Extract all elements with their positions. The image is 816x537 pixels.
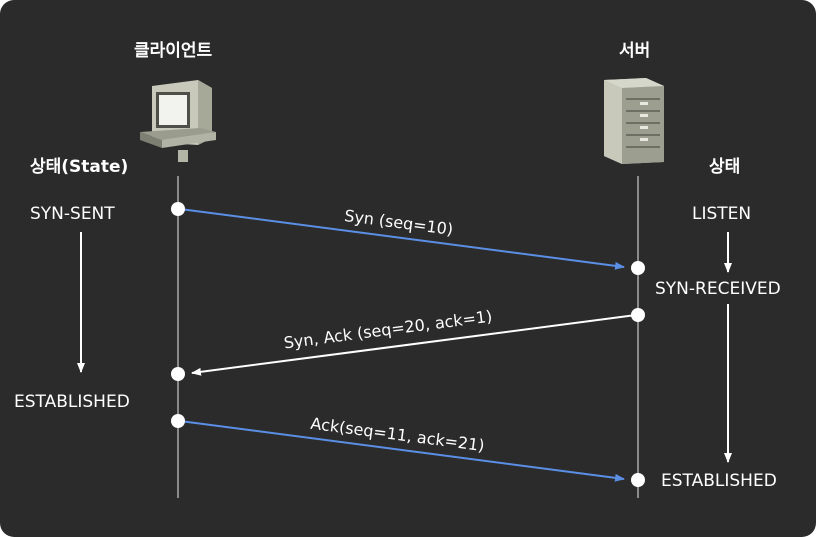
server-dot-ack-received (631, 473, 645, 487)
ack-arrow (179, 420, 625, 482)
server-dot-syn-received (631, 261, 645, 275)
syn-ack-arrow (191, 314, 637, 376)
client-state-header: 상태(State) (30, 157, 129, 177)
server-state-listen: LISTEN (692, 204, 752, 224)
server-state-header: 상태 (709, 157, 741, 177)
client-title: 클라이언트 (134, 41, 213, 61)
server-state-syn-received: SYN-RECEIVED (655, 279, 781, 299)
client-dot-syn-sent (171, 202, 185, 216)
server-title: 서버 (619, 41, 651, 61)
client-state-syn-sent: SYN-SENT (30, 204, 115, 224)
server-dot-syn-ack-sent (631, 308, 645, 322)
syn-arrow (179, 208, 625, 270)
server-icon (604, 78, 664, 164)
client-dot-syn-ack-received (171, 367, 185, 381)
client-dot-ack-sent (171, 414, 185, 428)
client-state-established: ESTABLISHED (14, 392, 130, 412)
computer-icon (140, 80, 216, 162)
server-state-established: ESTABLISHED (661, 471, 777, 491)
